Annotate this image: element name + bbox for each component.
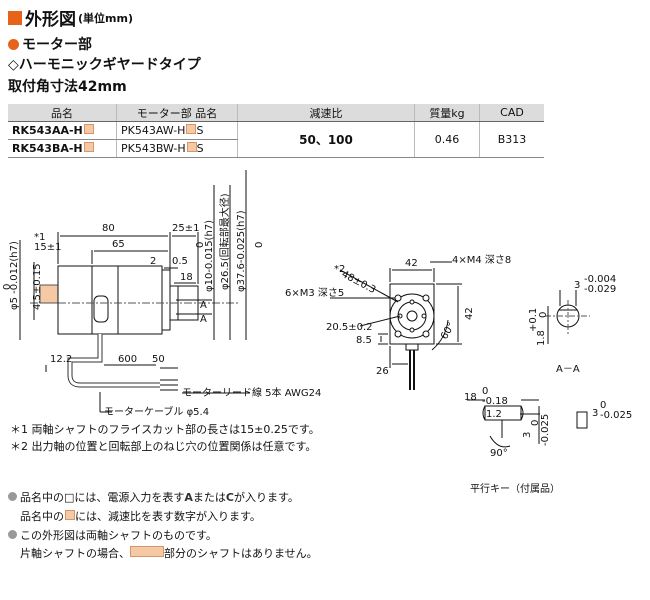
gray-dot-icon xyxy=(8,530,17,539)
cable-label: モーターケーブル φ5.4 xyxy=(104,405,209,418)
note-2: ＊2 出力軸の位置と回転部上のねじ穴の位置関係は任意です。 xyxy=(10,440,317,453)
key-18-tol-upper: 0 xyxy=(482,386,488,397)
dim-phi37-6-0: 0 xyxy=(254,242,265,248)
dim-phi37-6: φ37.6-0.025(h7) xyxy=(236,210,247,292)
motor-body xyxy=(57,265,163,335)
aa-width-tol-upper: -0.004 xyxy=(584,274,616,285)
m4-label: 4×M4 深さ8 xyxy=(452,254,511,266)
key-18-tol-lower: -0.18 xyxy=(482,396,508,407)
orange-square-icon xyxy=(8,10,22,25)
gear-housing xyxy=(389,293,435,339)
key-1-2: 1.2 xyxy=(486,409,502,420)
dim-50: 50 xyxy=(152,354,165,365)
flange xyxy=(161,269,171,331)
key-width: 3 xyxy=(592,408,598,419)
title-text: 外形図 xyxy=(25,10,76,30)
key-height-tol-upper: 0 xyxy=(530,420,541,426)
dim-phi26-5: φ26.5(回転部最大径) xyxy=(218,193,231,290)
ratio-box-icon xyxy=(83,124,94,134)
section-mark-a: A xyxy=(200,314,207,325)
ratio-cell: 50、100 xyxy=(237,121,415,158)
key-height: 3 xyxy=(522,432,533,438)
dim-phi10-0: 0 xyxy=(195,242,206,248)
key-caption: 平行キー（付属品） xyxy=(470,482,560,495)
col-ratio: 減速比 xyxy=(237,104,415,122)
bullet-1: 品名中の□には、電源入力を表すAまたはCが入ります。 xyxy=(8,489,299,505)
col-mass: 質量kg xyxy=(414,104,480,122)
dim-2: 2 xyxy=(150,256,156,267)
key-height-tol-lower: -0.025 xyxy=(540,414,551,446)
aa-width: 3 xyxy=(574,280,580,291)
flange-heading: 取付角寸法42mm xyxy=(8,79,127,95)
page-title: 外形図 (単位mm) xyxy=(8,5,133,30)
dim-8-5: 8.5 xyxy=(356,335,372,346)
dim-0-5: 0.5 xyxy=(172,256,188,267)
cad-cell[interactable]: B313 xyxy=(479,121,544,158)
shaft-box-icon xyxy=(130,546,164,557)
col-model: 品名 xyxy=(8,104,117,122)
unit-text: (単位mm) xyxy=(78,11,133,25)
angle-60: 60° xyxy=(439,321,457,342)
ratio-box-icon xyxy=(83,142,94,152)
ratio-box-icon xyxy=(65,510,75,520)
note-mark-2: *2 xyxy=(334,264,345,275)
dim-phi5-0: 0 xyxy=(2,284,13,290)
key-width-tol-upper: 0 xyxy=(600,400,606,411)
parallel-key xyxy=(484,405,522,421)
aa-height-tol-upper: +0.1 xyxy=(528,308,539,332)
aa-height: 1.8 xyxy=(536,330,547,346)
aa-width-tol-lower: -0.029 xyxy=(584,284,616,295)
section-heading: モーター部 xyxy=(8,34,92,54)
aa-height-tol-lower: 0 xyxy=(538,312,549,318)
col-cad: CAD xyxy=(479,104,544,122)
dim-42-top: 42 xyxy=(405,258,418,269)
dim-phi5: φ5 -0.012(h7) xyxy=(9,241,20,310)
mass-cell: 0.46 xyxy=(414,121,480,158)
m3-label: 6×M3 深さ5 xyxy=(285,287,344,299)
section-mark-a: A xyxy=(200,300,207,311)
pcd-20-5: 20.5±0.2 xyxy=(326,322,373,333)
type-heading: ◇ハーモニックギヤードタイプ xyxy=(8,57,201,73)
model-cell: RK543BA-H xyxy=(8,139,117,158)
spec-table: 品名 モーター部 品名 減速比 質量kg CAD RK543AA-H PK543… xyxy=(8,104,544,158)
bullet-2: 品名中のには、減速比を表す数字が入ります。 xyxy=(20,510,261,523)
key-width-tol-lower: -0.025 xyxy=(600,410,632,421)
lead-wire-label: モーターリード線 5本 AWG24 xyxy=(182,386,321,399)
gray-dot-icon xyxy=(8,492,17,501)
dim-12-2: 12.2 xyxy=(50,354,72,365)
ratio-box-icon xyxy=(186,142,197,152)
dim-80: 80 xyxy=(102,223,115,234)
col-motor: モーター部 品名 xyxy=(116,104,238,122)
dim-26: 26 xyxy=(376,366,389,377)
dim-phi10: φ10-0.015(h7) xyxy=(204,220,215,292)
ratio-box-icon xyxy=(186,124,197,134)
key-18: 18 xyxy=(464,392,477,403)
dim-4-5: 4.5±0.15 xyxy=(32,263,43,310)
note-mark-1: *1 xyxy=(34,232,45,243)
key-angle: 90° xyxy=(490,448,508,459)
dim-18: 18 xyxy=(180,272,193,283)
section-aa-label: A－A xyxy=(556,364,580,375)
dim-600: 600 xyxy=(118,354,137,365)
model-cell: RK543AA-H xyxy=(8,121,117,140)
bullet-3: この外形図は両軸シャフトのものです。 xyxy=(8,527,217,543)
dim-25: 25±1 xyxy=(172,223,199,234)
dim-65: 65 xyxy=(112,239,125,250)
note-1: ＊1 両軸シャフトのフライスカット部の長さは15±0.25です。 xyxy=(10,423,320,436)
dim-42-side: 42 xyxy=(464,307,475,320)
bullet-4: 片軸シャフトの場合、部分のシャフトはありません。 xyxy=(20,546,318,560)
orange-dot-icon xyxy=(8,39,19,50)
dim-15: 15±1 xyxy=(34,242,61,253)
